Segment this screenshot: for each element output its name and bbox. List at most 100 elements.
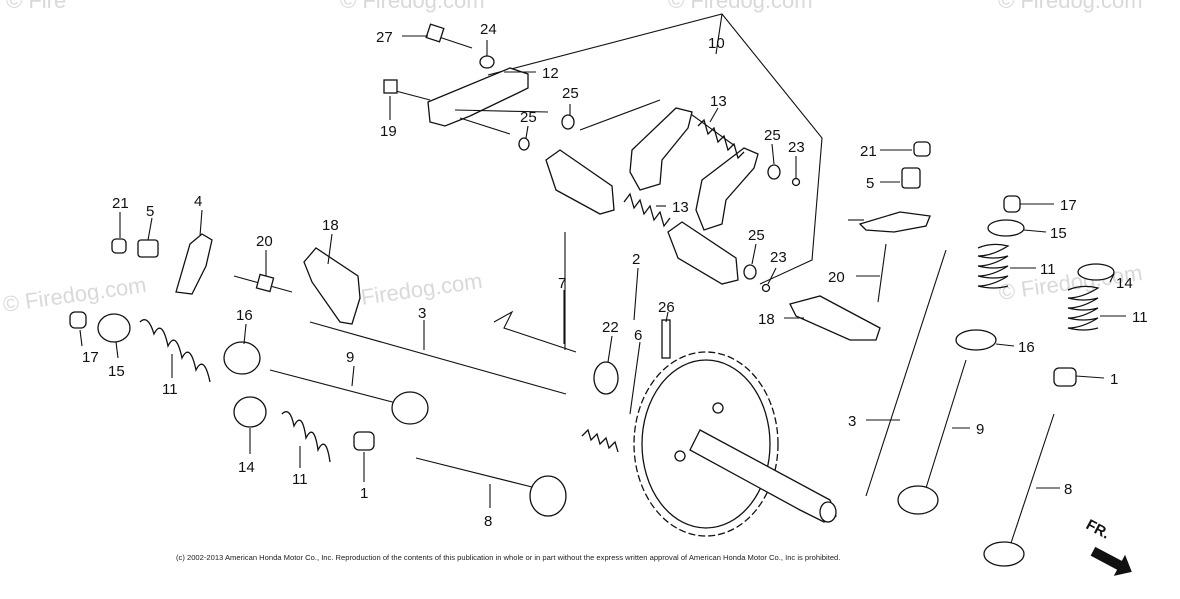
- callout-label: 4: [194, 193, 202, 210]
- callout-label: 24: [480, 21, 497, 38]
- callout-label: 18: [322, 217, 339, 234]
- gear-hole: [674, 450, 686, 462]
- callout-label: 25: [520, 109, 537, 126]
- push-rod: [309, 321, 567, 395]
- nut: [913, 141, 931, 157]
- spring-retainer: [1077, 263, 1115, 281]
- washer: [561, 114, 575, 130]
- spring-retainer: [233, 396, 267, 428]
- rocker: [175, 233, 213, 295]
- callout-label: 15: [108, 363, 125, 380]
- rocker-shaft: [459, 117, 511, 135]
- rocker-arm: [667, 221, 739, 285]
- valve-spring: [977, 243, 1010, 289]
- callout-label: 13: [672, 199, 689, 216]
- valve-head: [897, 485, 939, 515]
- clip: [761, 283, 771, 293]
- spring-retainer: [97, 313, 131, 343]
- washer: [518, 137, 530, 151]
- callout-label: 23: [770, 249, 787, 266]
- pin: [661, 319, 671, 359]
- copyright-notice: (c) 2002-2013 American Honda Motor Co., …: [176, 553, 840, 562]
- callout-label: 12: [542, 65, 559, 82]
- valve-stem: [269, 369, 401, 405]
- push-rod: [865, 249, 947, 497]
- valve-head: [529, 475, 567, 517]
- callout-label: 20: [828, 269, 845, 286]
- valve-spring: [139, 319, 211, 383]
- callout-label: 9: [976, 421, 984, 438]
- callout-label: 22: [602, 319, 619, 336]
- callout-label: 21: [112, 195, 129, 212]
- callout-label: 17: [1060, 197, 1077, 214]
- callout-label: 8: [1064, 481, 1072, 498]
- camshaft-end: [819, 501, 837, 523]
- valve-seal: [223, 341, 261, 375]
- bolt-head: [383, 79, 398, 94]
- callout-label: 8: [484, 513, 492, 530]
- callout-label: 18: [758, 311, 775, 328]
- rocker-arm: [629, 107, 693, 191]
- valve-stem: [415, 457, 537, 489]
- pivot-bolt: [901, 167, 921, 189]
- callout-label: 23: [788, 139, 805, 156]
- spring-retainer: [987, 219, 1025, 237]
- callout-label: 9: [346, 349, 354, 366]
- callout-label: 1: [1110, 371, 1118, 388]
- callout-label: 5: [866, 175, 874, 192]
- front-direction-indicator: FR.: [1083, 516, 1132, 576]
- callout-label: 25: [764, 127, 781, 144]
- pivot-bolt: [137, 239, 159, 258]
- watermark: © Fire: [6, 0, 66, 13]
- thrust-washer: [593, 361, 619, 395]
- rocker-spring: [697, 118, 745, 160]
- washer: [767, 164, 781, 180]
- group-box-inner: [579, 99, 736, 147]
- watermark: © Firedog.com: [340, 0, 485, 13]
- callout-label: 25: [748, 227, 765, 244]
- rocker: [858, 211, 931, 233]
- rocker-arm: [545, 149, 615, 215]
- callout-label: 14: [238, 459, 255, 476]
- valve-seal: [955, 329, 997, 351]
- pushrod-guide-plate: [303, 247, 361, 325]
- bolt-head: [425, 23, 445, 43]
- callout-label: 3: [418, 305, 426, 322]
- valve-cap: [69, 311, 87, 329]
- callout-label: 13: [710, 93, 727, 110]
- rocker-spring: [623, 192, 671, 228]
- callout-label: 11: [1132, 309, 1148, 326]
- front-arrow-icon: [1090, 546, 1132, 576]
- leader-lines: [79, 13, 1126, 508]
- callout-label: 20: [256, 233, 273, 250]
- rocker-arm: [695, 147, 759, 231]
- valve-head: [391, 391, 429, 425]
- valve-head: [983, 541, 1025, 567]
- pushrod-guide-plate: [789, 295, 881, 341]
- stud: [877, 243, 887, 303]
- callout-label: 21: [860, 143, 877, 160]
- callout-label: 14: [1116, 275, 1133, 292]
- callout-label: 11: [292, 471, 308, 488]
- front-label: FR.: [1083, 516, 1112, 542]
- valve-cap: [1003, 195, 1021, 213]
- watermark: © Firedog.com: [1, 272, 148, 317]
- callout-label: 15: [1050, 225, 1067, 242]
- bolt: [391, 89, 431, 101]
- callout-label: 3: [848, 413, 856, 430]
- washer: [743, 264, 757, 280]
- gear-hole: [712, 402, 724, 414]
- callout-label: 5: [146, 203, 154, 220]
- callout-label: 1: [360, 485, 368, 502]
- callout-label: 16: [1018, 339, 1035, 356]
- rocker-bracket: [427, 67, 529, 127]
- collar: [479, 55, 495, 69]
- callout-label: 11: [1040, 261, 1056, 278]
- watermark: © Firedog.com: [668, 0, 813, 13]
- camshaft: [689, 429, 837, 523]
- nut: [111, 238, 127, 254]
- valve-spring: [281, 411, 331, 463]
- clip: [791, 177, 801, 187]
- callout-label: 2: [632, 251, 640, 268]
- group-box: [487, 13, 823, 285]
